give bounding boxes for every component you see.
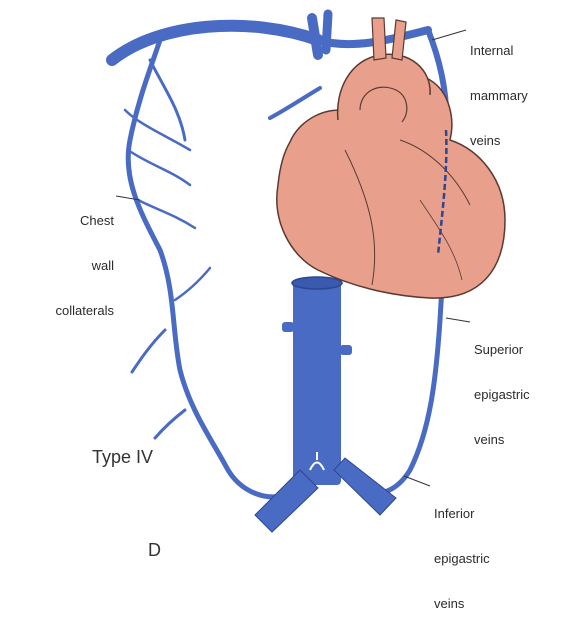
label-inferior-epigastric-line1: Inferior bbox=[434, 506, 490, 521]
label-internal-mammary-line1: Internal bbox=[470, 43, 528, 58]
label-superior-epigastric-line2: epigastric bbox=[474, 387, 530, 402]
label-chest-wall-line2: wall bbox=[30, 258, 114, 273]
ivc-top-ring bbox=[292, 277, 342, 289]
right-iliac-vein bbox=[334, 458, 396, 515]
lumbar-stub-2 bbox=[340, 345, 352, 355]
label-panel: D bbox=[148, 540, 161, 560]
left-iliac-vein bbox=[255, 470, 318, 532]
label-chest-wall-line1: Chest bbox=[30, 213, 114, 228]
label-chest-wall: Chest wall collaterals bbox=[30, 183, 114, 333]
azygos-stub bbox=[270, 88, 320, 118]
svc-stub-right bbox=[326, 14, 328, 50]
collateral-branch-3 bbox=[175, 268, 210, 300]
label-internal-mammary-line3: veins bbox=[470, 133, 528, 148]
left-brachiocephalic-vein bbox=[112, 26, 318, 60]
label-inferior-epigastric-line3: veins bbox=[434, 596, 490, 611]
leader-superior-epigastric bbox=[446, 318, 470, 322]
collateral-branch-1 bbox=[132, 330, 165, 372]
label-internal-mammary: Internal mammary veins bbox=[470, 13, 528, 163]
lumbar-stub-1 bbox=[282, 322, 294, 332]
left-chest-wall-collateral bbox=[128, 40, 282, 497]
label-superior-epigastric: Superior epigastric veins bbox=[474, 312, 530, 462]
label-inferior-epigastric: Inferior epigastric veins bbox=[434, 476, 490, 626]
leader-inferior-epigastric bbox=[404, 476, 430, 486]
leader-internal-mammary bbox=[432, 30, 466, 40]
label-superior-epigastric-line3: veins bbox=[474, 432, 530, 447]
collateral-web-3 bbox=[128, 150, 190, 185]
aorta-branch-1 bbox=[372, 18, 386, 60]
collateral-branch-2 bbox=[155, 410, 185, 438]
label-type: Type IV bbox=[92, 447, 153, 467]
collateral-web-1 bbox=[150, 60, 185, 140]
label-internal-mammary-line2: mammary bbox=[470, 88, 528, 103]
label-inferior-epigastric-line2: epigastric bbox=[434, 551, 490, 566]
label-superior-epigastric-line1: Superior bbox=[474, 342, 530, 357]
label-chest-wall-line3: collaterals bbox=[30, 303, 114, 318]
aorta-branch-2 bbox=[392, 20, 406, 60]
ivc bbox=[255, 277, 396, 532]
svc-stub-left bbox=[312, 18, 318, 55]
